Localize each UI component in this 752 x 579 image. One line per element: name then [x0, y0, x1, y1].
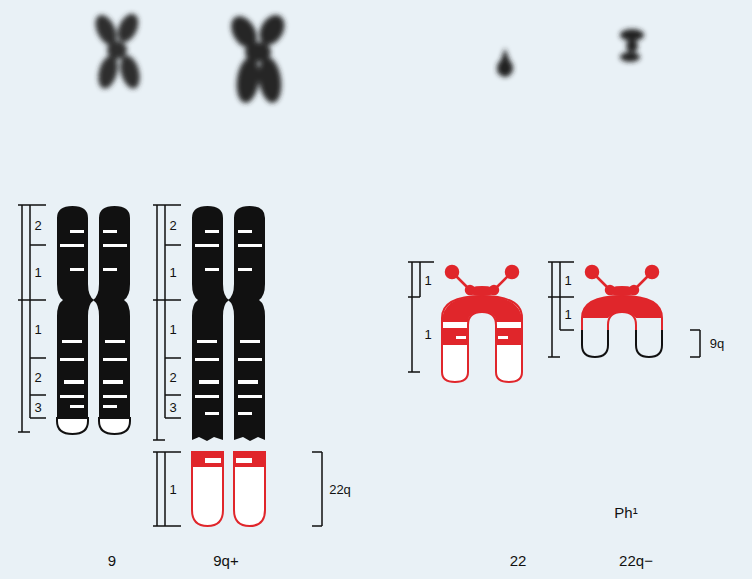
band-number: 1 [424, 328, 431, 341]
chromatid [192, 206, 229, 526]
chromosome-name: 9 [108, 553, 116, 568]
band-number: 1 [564, 308, 571, 321]
chromosome-name: 22 [510, 553, 527, 568]
chromosome-name: 22q− [619, 553, 653, 568]
chromosome-photo [620, 29, 644, 62]
chromosome-22 [442, 266, 522, 382]
segment-label: 9q [710, 337, 724, 350]
chromosome-9 [57, 206, 130, 434]
band-number: 1 [169, 266, 176, 279]
band-scale [548, 262, 700, 357]
chromosome-9q-plus [192, 206, 265, 526]
band-scale [408, 262, 434, 372]
band-number: 3 [34, 401, 41, 414]
band-number: 2 [34, 371, 41, 384]
chromatid [57, 206, 94, 434]
chromosome-photo [91, 11, 143, 91]
chromosome-name: 9q+ [213, 553, 238, 568]
band-number: 1 [34, 266, 41, 279]
segment-label: 22q [329, 483, 351, 496]
band-number: 2 [169, 371, 176, 384]
chromosome-name: Ph¹ [614, 505, 637, 520]
band-number: 2 [34, 219, 41, 232]
chromosome-photo [226, 11, 290, 105]
band-number: 2 [169, 219, 176, 232]
chromosome-22q-minus [582, 266, 662, 357]
band-number: 1 [169, 323, 176, 336]
band-number: 3 [169, 401, 176, 414]
band-number: 1 [34, 323, 41, 336]
band-scale [153, 205, 322, 526]
band-number: 1 [564, 274, 571, 287]
chromosome-photo [497, 48, 513, 77]
band-number: 1 [169, 483, 176, 496]
band-scale [18, 205, 46, 432]
band-number: 1 [424, 274, 431, 287]
